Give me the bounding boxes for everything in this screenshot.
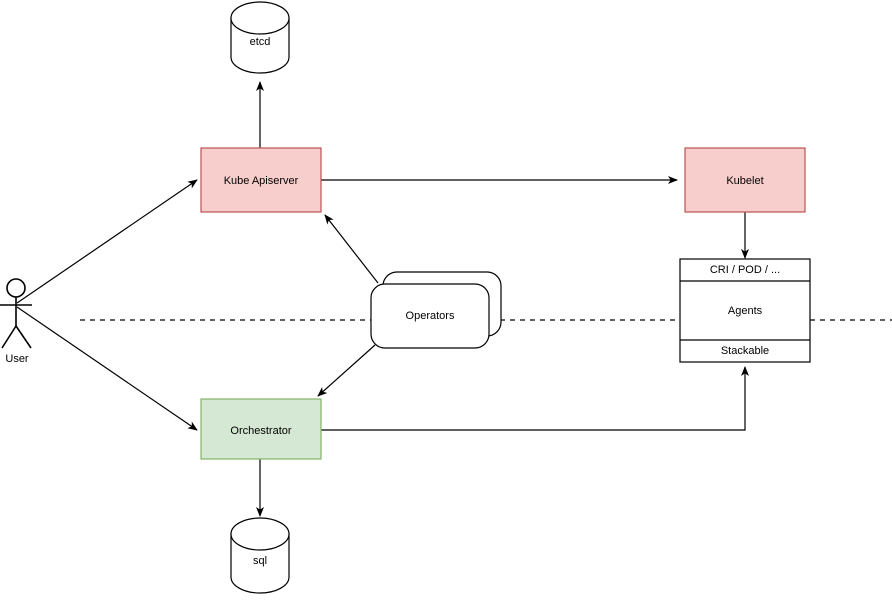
node-operators[interactable]: Operators — [370, 271, 502, 349]
edge-operators-to-orchestrator — [317, 344, 376, 397]
node-orchestrator[interactable]: Orchestrator — [200, 398, 322, 460]
node-etcd[interactable]: etcd — [230, 1, 290, 74]
agents-middle-label: Agents — [728, 305, 763, 317]
agents-cri-pod-label: CRI / POD / ... — [710, 264, 780, 276]
node-kube-apiserver[interactable]: Kube Apiserver — [200, 147, 322, 213]
etcd-label: etcd — [250, 36, 271, 48]
operators-label: Operators — [406, 310, 455, 322]
edge-orchestrator-to-stackable — [321, 366, 749, 431]
agents-stackable-label: Stackable — [721, 345, 769, 357]
edge-operators-to-kube-apiserver — [324, 214, 379, 284]
node-user[interactable]: User — [0, 278, 32, 365]
edge-user-to-orchestrator — [16, 306, 198, 431]
node-agents[interactable]: CRI / POD / ... Agents Stackable — [679, 258, 811, 363]
edge-user-to-kube-apiserver — [16, 179, 198, 304]
node-sql[interactable]: sql — [230, 517, 290, 594]
kube-apiserver-label: Kube Apiserver — [224, 175, 299, 187]
orchestrator-label: Orchestrator — [230, 425, 291, 437]
node-kubelet[interactable]: Kubelet — [684, 147, 806, 213]
sql-label: sql — [253, 555, 267, 567]
user-label: User — [5, 353, 29, 365]
kubelet-label: Kubelet — [726, 175, 763, 187]
